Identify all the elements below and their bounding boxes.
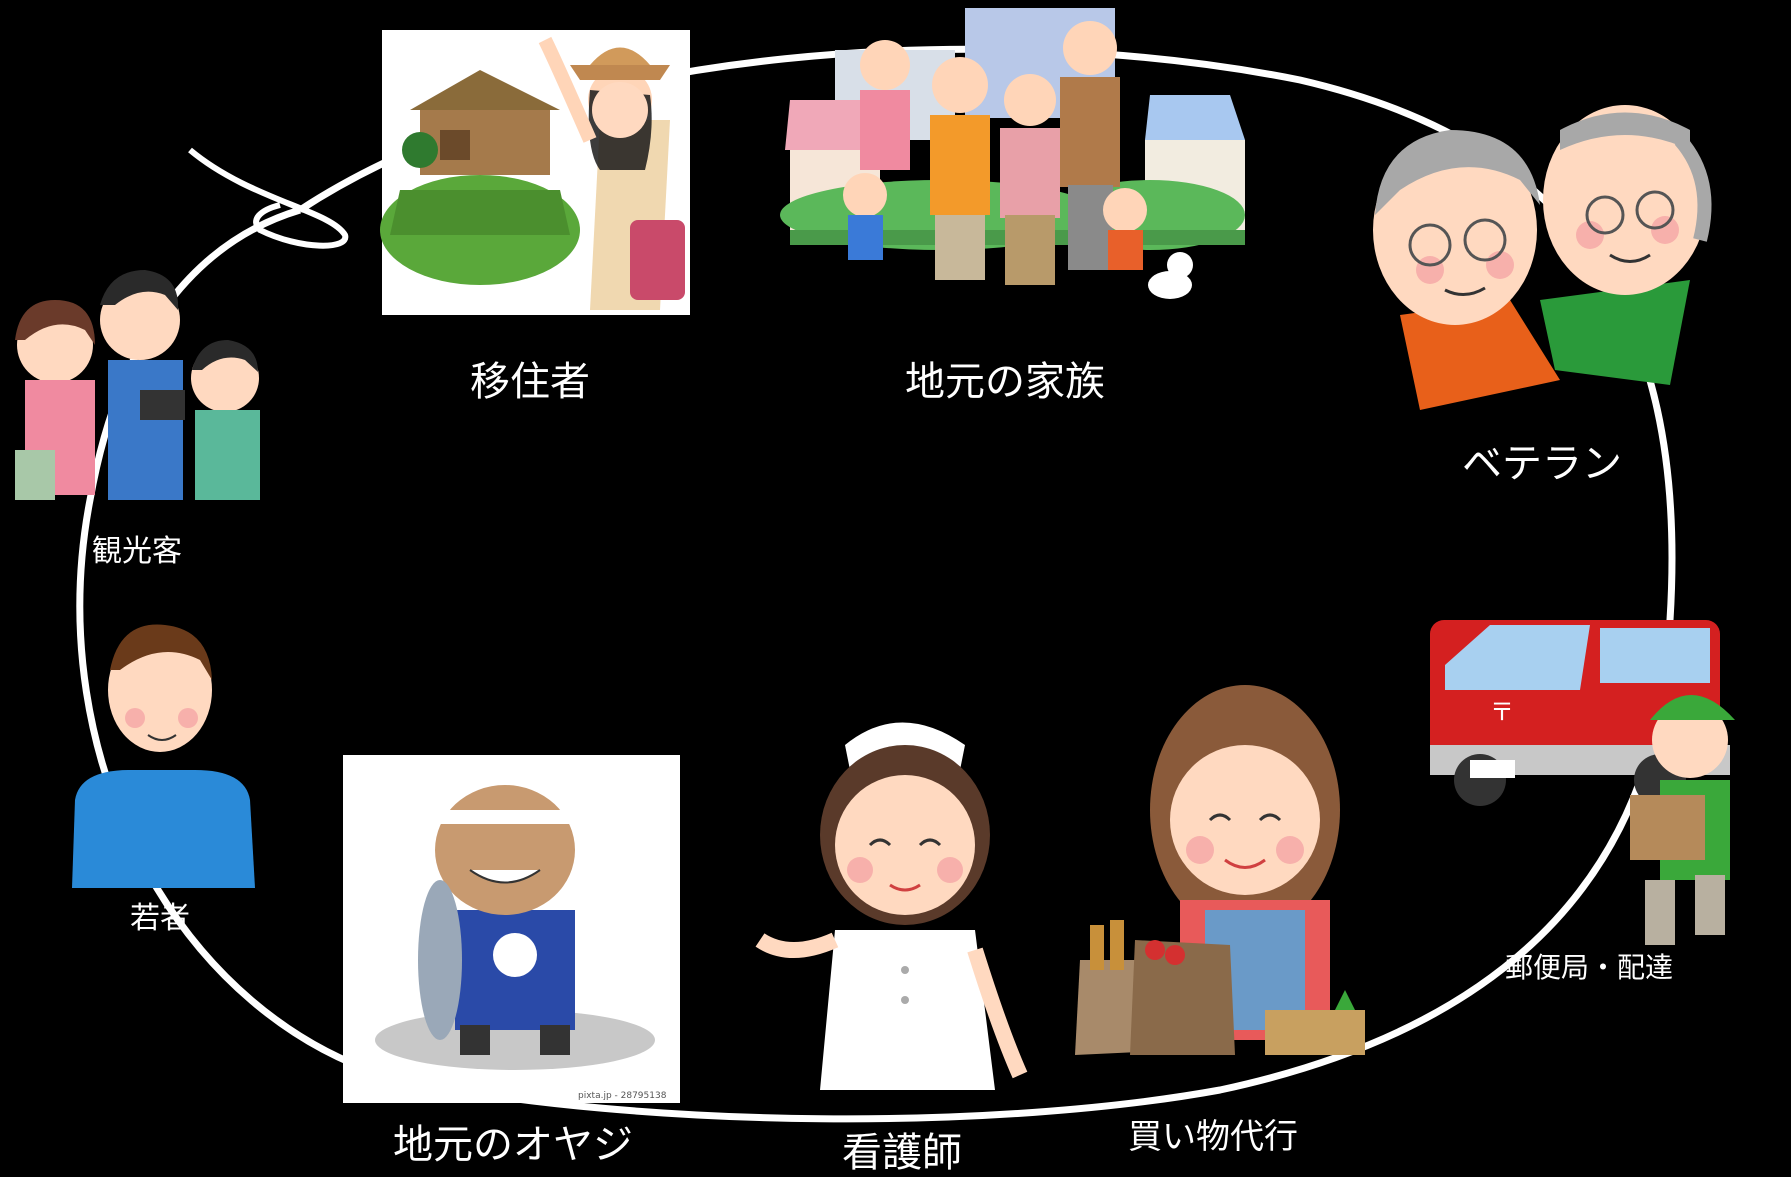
nurse-icon	[755, 722, 1028, 1090]
fishmonger-icon: pixta.jp - 28795138	[343, 755, 680, 1103]
traveler-woman-farmhouse-icon	[380, 30, 690, 315]
tourist-family-icon	[15, 270, 260, 500]
node-label-yubin: 郵便局・配達	[1505, 951, 1674, 984]
node-label-veteran: ベテラン	[1462, 441, 1622, 487]
node-label-jimoto-kazoku: 地元の家族	[905, 359, 1105, 405]
node-label-kaimono: 買い物代行	[1128, 1117, 1298, 1157]
node-label-iju: 移住者	[470, 359, 590, 405]
mail-truck-courier-icon: 〒	[1430, 620, 1735, 945]
elderly-couple-icon	[1373, 105, 1712, 410]
node-label-oyaji: 地元のオヤジ	[393, 1122, 633, 1168]
svg-text:〒: 〒	[1490, 698, 1514, 726]
shopping-woman-icon	[1075, 685, 1365, 1055]
loop-start-squiggle	[188, 147, 349, 249]
node-label-wakamono: 若者	[130, 901, 190, 936]
node-label-kango: 看護師	[842, 1130, 962, 1176]
family-group-icon	[780, 8, 1245, 299]
young-man-icon	[72, 624, 255, 888]
watermark: pixta.jp - 28795138	[578, 1091, 667, 1101]
node-label-kanko: 観光客	[92, 534, 182, 569]
